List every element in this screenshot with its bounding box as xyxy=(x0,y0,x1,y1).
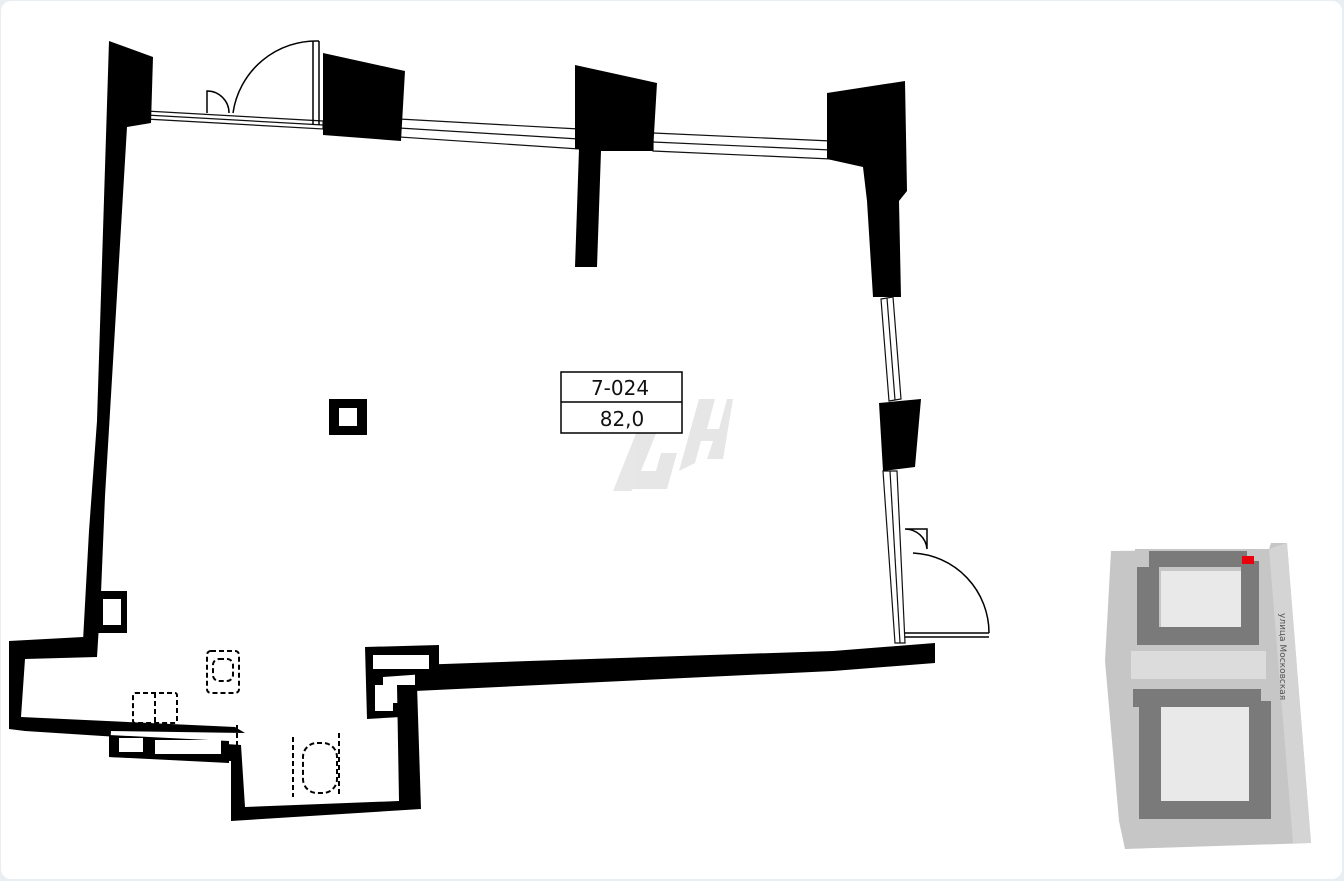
site-map: улица Московская xyxy=(1105,543,1311,849)
unit-label: 7-024 82,0 xyxy=(560,371,683,434)
unit-location-marker xyxy=(1242,556,1254,564)
windows-right xyxy=(880,296,906,644)
wall-openings xyxy=(119,655,429,754)
sink-icon xyxy=(206,650,240,694)
door-right xyxy=(904,528,990,638)
unit-area: 82,0 xyxy=(600,407,645,431)
unit-number: 7-024 xyxy=(591,376,649,400)
toilet-icon xyxy=(302,742,338,794)
door-top xyxy=(206,40,320,125)
street-label: улица Московская xyxy=(1277,613,1287,700)
column-center xyxy=(329,399,367,435)
shaft-left xyxy=(97,591,127,633)
watermark-logo xyxy=(613,399,733,491)
plumbing-fixtures xyxy=(132,650,340,801)
windows-top xyxy=(145,110,832,160)
